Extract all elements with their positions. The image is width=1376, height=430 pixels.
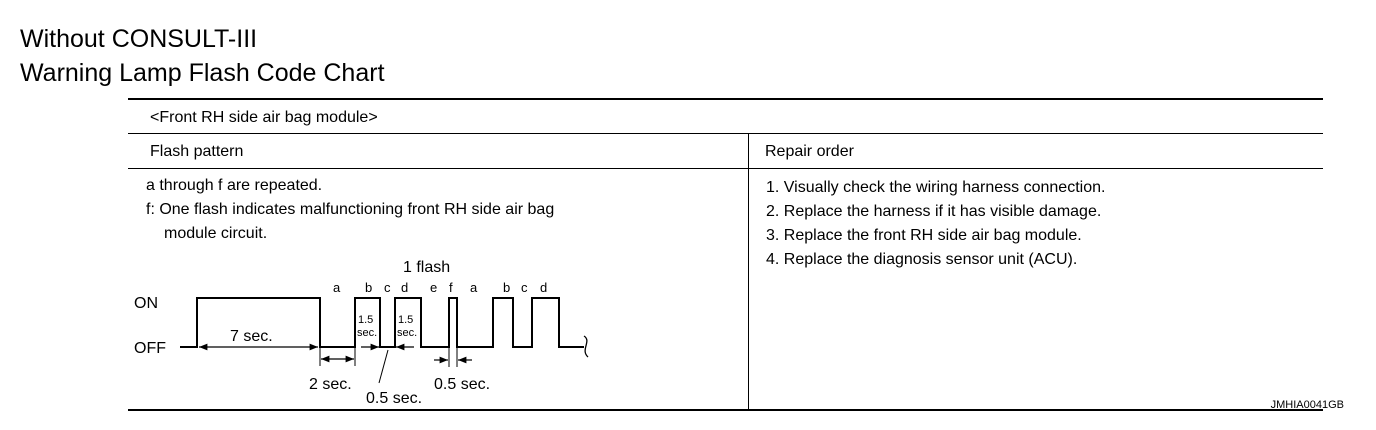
figure-id: JMHIA0041GB (1270, 399, 1344, 411)
half-sec-right-label: 0.5 sec. (434, 376, 490, 393)
header-divider (128, 168, 1323, 169)
seven-sec-label: 7 sec. (230, 328, 273, 345)
section-divider (128, 133, 1323, 134)
column-header-flash-pattern: Flash pattern (150, 143, 244, 160)
letter-c2: c (521, 280, 528, 295)
pulse-letters: a b c d e f a b c d (333, 280, 547, 295)
table-bottom-border (128, 409, 1323, 411)
letter-a2: a (470, 280, 478, 295)
repair-step-1: 1. Visually check the wiring harness con… (766, 179, 1106, 196)
pulse-b-unit: sec. (397, 327, 417, 339)
letter-c1: c (384, 280, 391, 295)
pulse-a-unit: sec. (357, 327, 377, 339)
letter-d2: d (540, 280, 547, 295)
description-line-3: module circuit. (164, 225, 268, 242)
off-label: OFF (134, 340, 166, 357)
repair-step-3: 3. Replace the front RH side air bag mod… (766, 227, 1082, 244)
description-line-2: f: One flash indicates malfunctioning fr… (146, 201, 555, 218)
letter-a1: a (333, 280, 341, 295)
page-title-line1: Without CONSULT-III (20, 25, 258, 53)
pulse-a-value: 1.5 (358, 314, 373, 326)
repair-step-2: 2. Replace the harness if it has visible… (766, 203, 1102, 220)
column-header-repair-order: Repair order (765, 143, 854, 160)
half-sec-bottom-label: 0.5 sec. (366, 390, 422, 407)
two-sec-label: 2 sec. (309, 376, 352, 393)
on-label: ON (134, 295, 158, 312)
letter-e1: e (430, 280, 437, 295)
description-line-1: a through f are repeated. (146, 177, 323, 194)
waveform (180, 297, 584, 348)
pulse-duration-labels: 1.5 sec. 1.5 sec. (357, 314, 417, 339)
one-flash-label: 1 flash (403, 259, 450, 276)
half-sec-leader (378, 349, 389, 384)
repair-step-4: 4. Replace the diagnosis sensor unit (AC… (766, 251, 1078, 268)
break-mark (583, 335, 589, 358)
letter-b2: b (503, 280, 510, 295)
table-top-border (128, 98, 1323, 100)
letter-b1: b (365, 280, 372, 295)
column-divider (748, 133, 749, 410)
section-title: <Front RH side air bag module> (150, 109, 378, 126)
letter-f1: f (449, 280, 453, 295)
letter-d1: d (401, 280, 408, 295)
page-title-line2: Warning Lamp Flash Code Chart (20, 59, 385, 87)
pulse-b-value: 1.5 (398, 314, 413, 326)
